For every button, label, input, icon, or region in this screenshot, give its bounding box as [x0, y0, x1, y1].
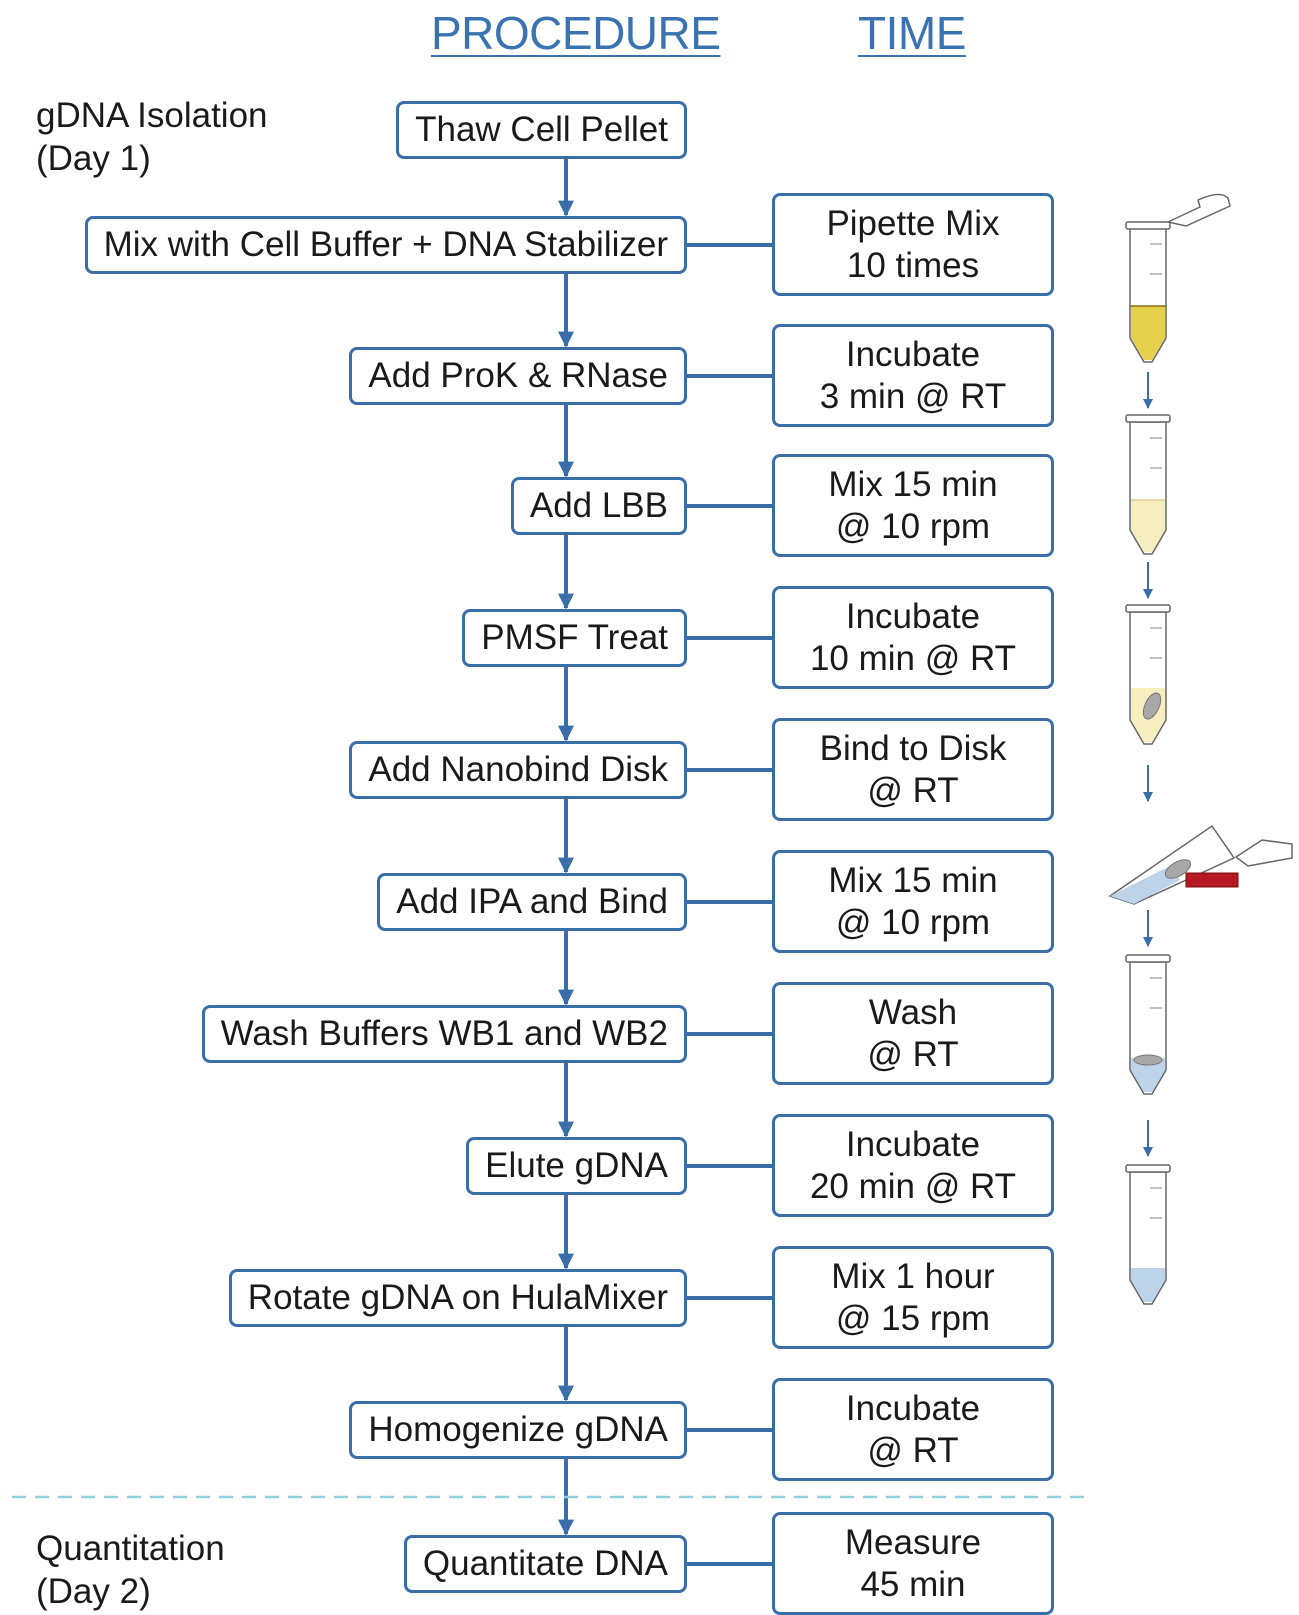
- section-title: gDNA Isolation: [36, 96, 268, 135]
- section-label-isolation: gDNA Isolation (Day 1): [36, 94, 268, 180]
- time-step: Incubate 20 min @ RT: [772, 1114, 1054, 1217]
- procedure-step: Mix with Cell Buffer + DNA Stabilizer: [84, 216, 687, 274]
- time-step: Incubate 3 min @ RT: [772, 324, 1054, 427]
- tube-disk-icon: [1125, 604, 1171, 745]
- section-title: Quantitation: [36, 1529, 225, 1568]
- time-step: Measure 45 min: [772, 1512, 1054, 1615]
- procedure-step: Quantitate DNA: [403, 1535, 687, 1593]
- procedure-step: Add IPA and Bind: [377, 873, 687, 931]
- tube-tilted-magnet-icon: [1108, 824, 1293, 905]
- procedure-step: Wash Buffers WB1 and WB2: [201, 1005, 687, 1063]
- tube-blue-disk-icon: [1125, 954, 1171, 1095]
- time-step: Incubate 10 min @ RT: [772, 586, 1054, 689]
- procedure-step: Elute gDNA: [466, 1137, 687, 1195]
- time-step: Mix 1 hour @ 15 rpm: [772, 1246, 1054, 1349]
- procedure-step: Homogenize gDNA: [349, 1401, 687, 1459]
- procedure-step: Add LBB: [510, 477, 687, 535]
- connector-lines: [558, 159, 772, 1566]
- section-label-quantitation: Quantitation (Day 2): [36, 1527, 225, 1613]
- time-step: Bind to Disk @ RT: [772, 718, 1054, 821]
- procedure-step: Thaw Cell Pellet: [396, 101, 687, 159]
- procedure-step: Add ProK & RNase: [349, 347, 687, 405]
- tube-pale-yellow-icon: [1125, 414, 1171, 555]
- procedure-step: PMSF Treat: [462, 609, 687, 667]
- time-step: Incubate @ RT: [772, 1378, 1054, 1481]
- tube-blue-icon: [1125, 1164, 1171, 1305]
- procedure-step: Rotate gDNA on HulaMixer: [228, 1269, 687, 1327]
- procedure-header: PROCEDURE: [431, 7, 721, 59]
- section-day: (Day 1): [36, 139, 151, 178]
- time-step: Pipette Mix 10 times: [772, 193, 1054, 296]
- time-header: TIME: [858, 7, 966, 59]
- tube-open-lid-yellow-icon: [1125, 193, 1231, 363]
- time-step: Mix 15 min @ 10 rpm: [772, 850, 1054, 953]
- procedure-step: Add Nanobind Disk: [349, 741, 687, 799]
- section-day: (Day 2): [36, 1572, 151, 1611]
- time-step: Mix 15 min @ 10 rpm: [772, 454, 1054, 557]
- time-step: Wash @ RT: [772, 982, 1054, 1085]
